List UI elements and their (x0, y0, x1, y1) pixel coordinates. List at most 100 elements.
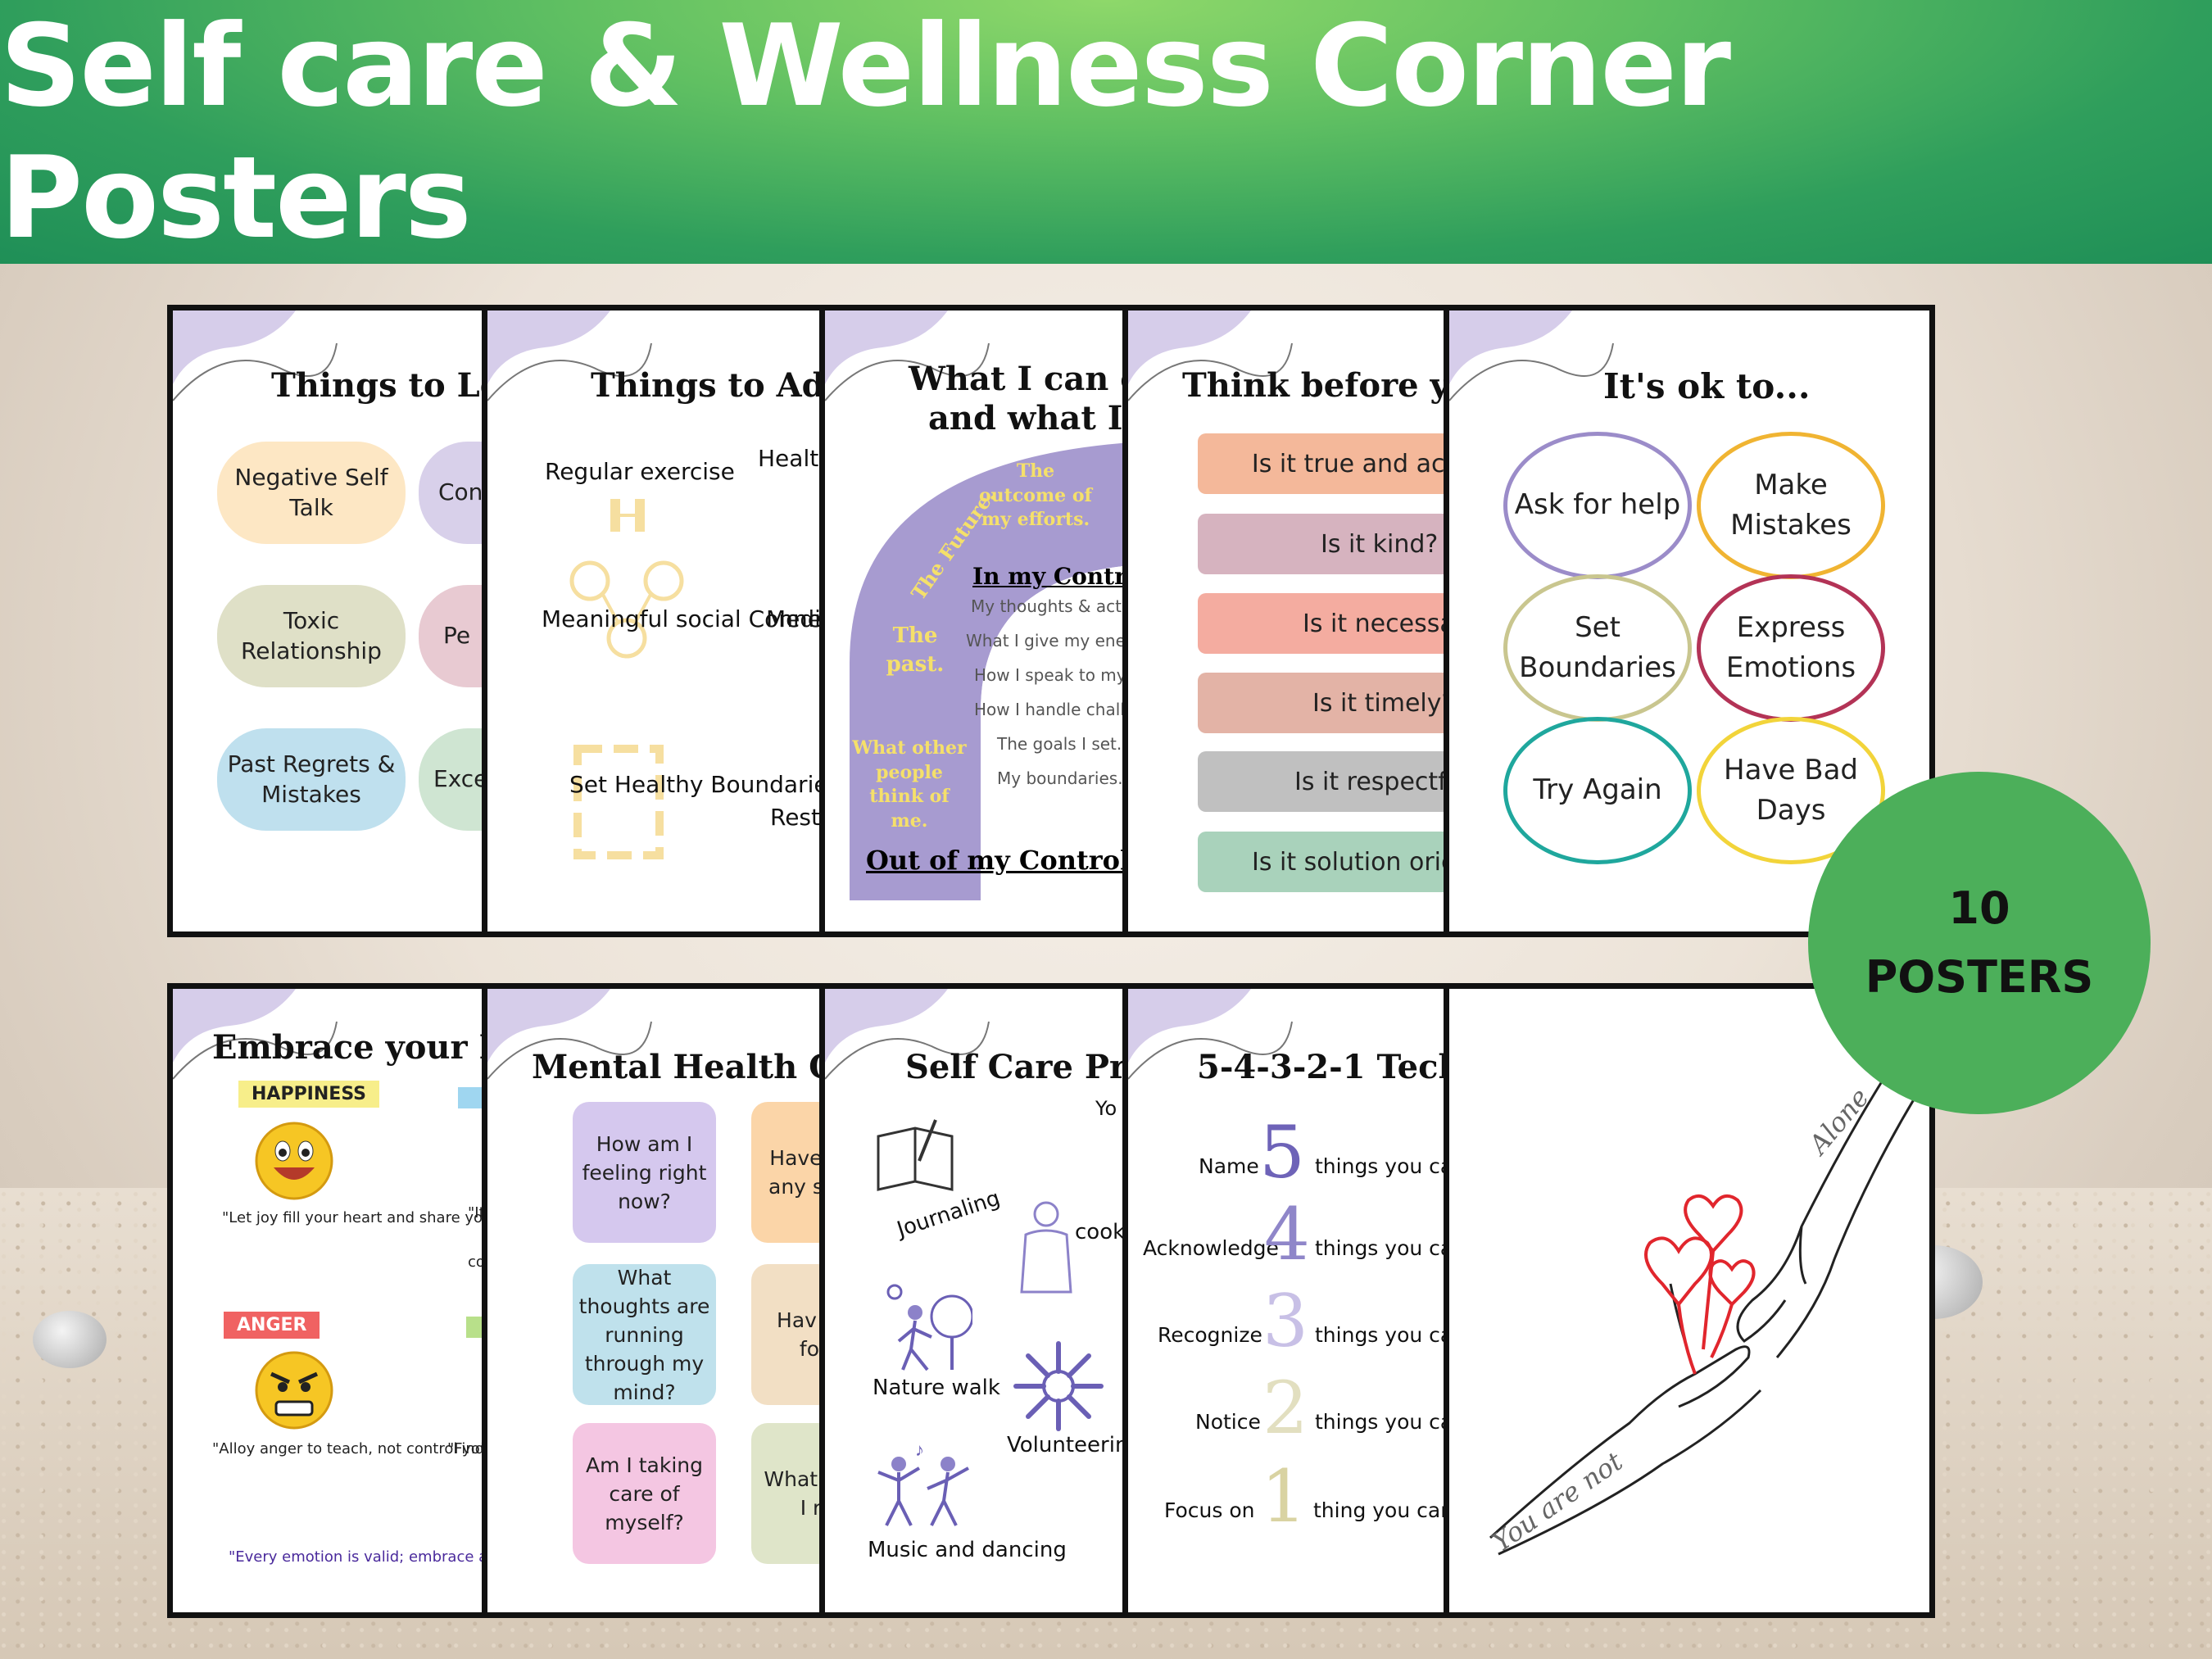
adapt-item: Restf (770, 804, 828, 831)
poster-circle-of-control: What I can co and what I The outcome of … (819, 305, 1139, 937)
ok-item: Have Bad Days (1697, 717, 1885, 864)
cloud-item: Con Unc (419, 442, 489, 544)
practice-label: Music and dancing (868, 1538, 1067, 1562)
checkin-card: Am I taking care of myself? (573, 1423, 716, 1564)
technique-number: 5 (1259, 1110, 1305, 1194)
happy-face-icon (255, 1122, 333, 1200)
dancing-icon: ♪ (877, 1439, 969, 1526)
in-control-item: My boundaries. (997, 768, 1123, 788)
technique-number: 4 (1264, 1192, 1310, 1276)
banner: Self care & Wellness Corner Posters (0, 0, 2212, 264)
practice-label: Nature walk (873, 1376, 1000, 1400)
poster-54321-technique: 5-4-3-2-1 Tech Name 5 things you can Ack… (1122, 983, 1458, 1618)
technique-number: 3 (1262, 1279, 1308, 1363)
question-stripe: Is it timely? (1198, 673, 1453, 733)
emotion-quote: "Alloy anger to teach, not control you. … (212, 1440, 494, 1457)
technique-phrase: things you can (1315, 1154, 1458, 1178)
technique-verb: Acknowledge (1143, 1236, 1279, 1260)
poster-think-before-you-speak: Think before yo Is it true and acc Is it… (1122, 305, 1458, 937)
emotion-quote-fragment: "Find p it's w (447, 1440, 489, 1457)
cloud-item: Toxic Relationship (217, 585, 406, 687)
pebble (33, 1311, 107, 1368)
social-network-icon (569, 560, 684, 659)
poster-things-to-let-go: Things to Let Negative Self Talk Toxic R… (167, 305, 495, 937)
technique-verb: Recognize (1158, 1323, 1262, 1347)
poster-title: Self Care Pra (905, 1048, 1139, 1086)
cloud-item: Pe (419, 585, 489, 687)
poster-self-care-practices: Self Care Pra Journaling Nature walk ♪ M… (819, 983, 1139, 1618)
poster-you-are-not-alone: You are not Alone (1444, 983, 1935, 1618)
question-stripe: Is it kind? (1198, 514, 1453, 574)
angry-face-icon (255, 1351, 333, 1430)
question-stripe: Is it respectfu (1198, 751, 1453, 812)
in-control-heading: In my Contro (972, 563, 1139, 590)
corner-decoration (1449, 310, 1614, 401)
cloud-item: Exce (419, 728, 489, 831)
cloud-item: Negative Self Talk (217, 442, 406, 544)
badge-count: 10 (1948, 882, 2010, 935)
technique-number: 2 (1262, 1366, 1308, 1450)
ok-item: Set Boundaries (1503, 574, 1692, 722)
poster-mental-health-check: Mental Health Ch How am I feeling right … (482, 983, 834, 1618)
svg-text:♪: ♪ (915, 1439, 924, 1460)
poster-title: Think before yo (1182, 366, 1458, 405)
emotion-quote: "Let joy fill your heart and share your … (222, 1209, 495, 1226)
reaching-hands-illustration (1489, 1079, 1918, 1556)
ok-item: Make Mistakes (1697, 432, 1885, 579)
ok-item: Try Again (1503, 717, 1692, 864)
technique-verb: Notice (1195, 1410, 1261, 1434)
technique-phrase: things you can (1315, 1323, 1458, 1347)
technique-verb: Name (1199, 1154, 1259, 1178)
poster-title: and what I (928, 399, 1123, 437)
emotion-label: HAPPINESS (238, 1081, 380, 1108)
arc-label: What other people think of me. (852, 737, 967, 832)
question-stripe: Is it necessar (1198, 593, 1453, 654)
question-stripe: Is it solution orie (1198, 832, 1453, 892)
adapt-item: Set Healthy Boundaries (569, 771, 834, 798)
checkin-card: What thoughts are running through my min… (573, 1264, 716, 1405)
question-stripe: Is it true and acc (1198, 433, 1453, 494)
in-control-item: How I speak to myse (974, 665, 1139, 685)
checkin-card: Have experi any st anxie (751, 1102, 828, 1243)
technique-phrase: things you can (1315, 1410, 1458, 1434)
technique-phrase: things you can (1315, 1236, 1458, 1260)
in-control-item: What I give my energy (966, 631, 1139, 650)
poster-title: Mental Health Ch (532, 1048, 834, 1086)
control-arc (850, 442, 1133, 900)
ok-item: Express Emotions (1697, 574, 1885, 722)
technique-phrase: thing you can (1313, 1498, 1454, 1522)
emotion-label: ANGER (224, 1312, 320, 1339)
adapt-item: Health H (758, 445, 833, 472)
in-control-item: My thoughts & action (971, 596, 1139, 616)
technique-number: 1 (1261, 1454, 1307, 1539)
badge-label: POSTERS (1865, 951, 2094, 1003)
arc-label: The past. (886, 623, 945, 678)
page-title: Self care & Wellness Corner Posters (0, 0, 1731, 264)
poster-title: Embrace your E (212, 1028, 495, 1067)
emotion-footer: "Every emotion is valid; embrace and com… (229, 1548, 489, 1566)
volunteering-hands-icon (1013, 1341, 1104, 1431)
out-of-control-heading: Out of my Control (866, 845, 1131, 876)
poster-embrace-emotions: Embrace your E HAPPINESS "Let joy fill y… (167, 983, 495, 1618)
poster-count-badge: 10 POSTERS (1808, 772, 2151, 1114)
checkin-card: How am I feeling right now? (573, 1102, 716, 1243)
emotion-label-fragment (458, 1087, 483, 1108)
adapt-item: Meaningful social Connections (542, 605, 828, 632)
poster-its-ok-to: It's ok to... Ask for help Make Mistakes… (1444, 305, 1935, 937)
cloud-item: Past Regrets & Mistakes (217, 728, 406, 831)
journal-icon (877, 1119, 954, 1191)
in-control-item: The goals I set. (997, 734, 1122, 754)
in-control-item: How I handle challen (974, 700, 1139, 719)
poster-title: Things to Let (271, 366, 495, 405)
adapt-item: Regular exercise (545, 458, 735, 485)
poster-title: It's ok to... (1603, 366, 1811, 406)
technique-verb: Focus on (1164, 1498, 1255, 1522)
checkin-card: What a have I rece (751, 1423, 828, 1564)
nature-walk-icon (886, 1284, 972, 1371)
poster-title: Things to Ada (591, 366, 834, 405)
adapt-item: Medi Mind (766, 605, 828, 632)
poster-title: 5-4-3-2-1 Tech (1197, 1048, 1458, 1086)
cooking-icon (1020, 1201, 1072, 1294)
ok-item: Ask for help (1503, 432, 1692, 579)
poster-things-to-adapt: Things to Ada Regular exercise Meaningfu… (482, 305, 834, 937)
